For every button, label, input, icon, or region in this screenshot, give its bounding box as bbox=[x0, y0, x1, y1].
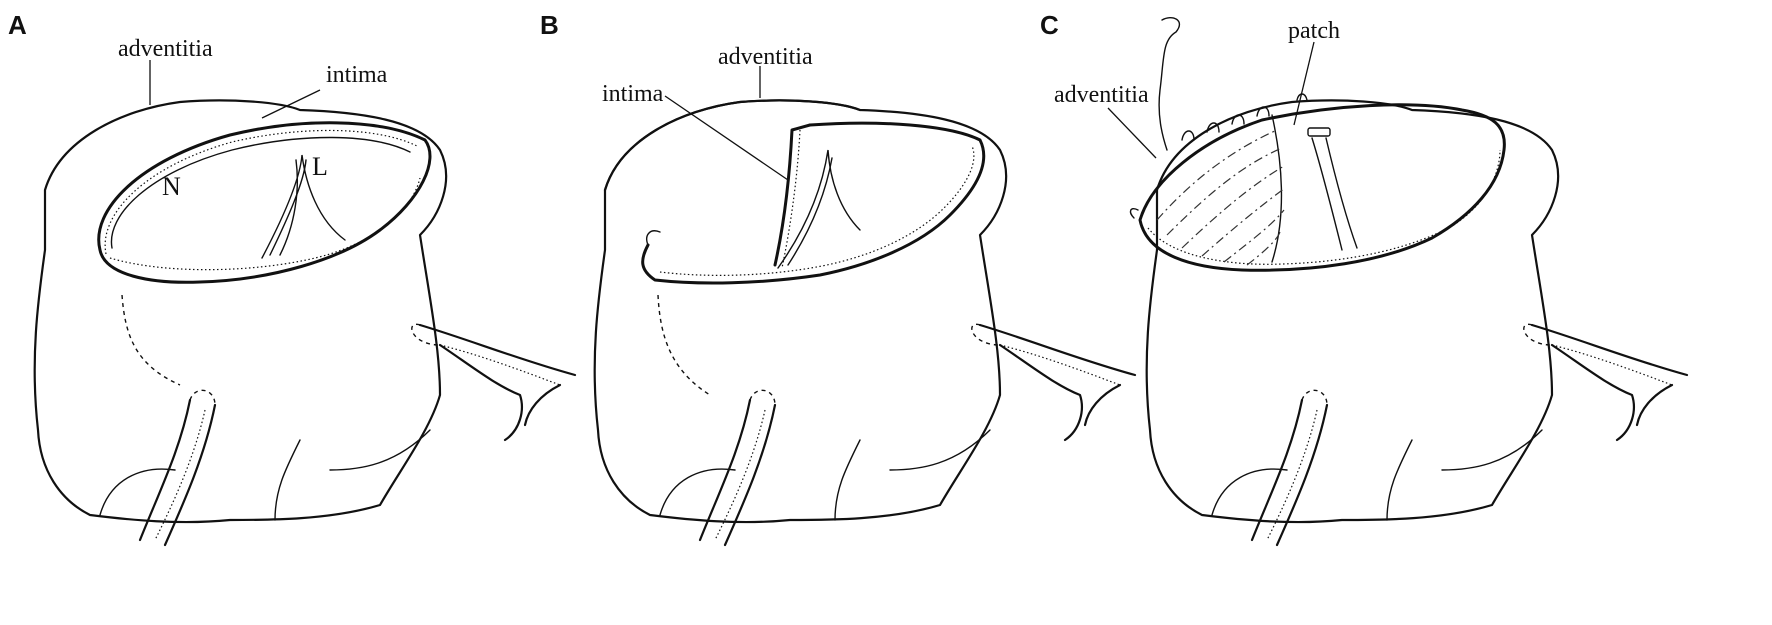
pledget-icon bbox=[1307, 127, 1331, 137]
leader-intima-b bbox=[664, 95, 789, 181]
leader-intima-a bbox=[261, 89, 321, 119]
chamber-label-n: N bbox=[162, 172, 181, 201]
label-intima-b: intima bbox=[602, 81, 664, 107]
panel-letter-a: A bbox=[8, 10, 27, 40]
label-adventitia-b: adventitia bbox=[718, 44, 813, 70]
panel-b: B adventitia intima bbox=[540, 10, 1137, 547]
label-adventitia-c: adventitia bbox=[1054, 82, 1149, 108]
panel-letter-c: C bbox=[1040, 10, 1059, 40]
label-intima-a: intima bbox=[326, 62, 388, 88]
annulus-ring bbox=[97, 121, 432, 284]
patch bbox=[1156, 114, 1358, 266]
annulus-ring-b bbox=[641, 121, 986, 285]
chamber-label-l: L bbox=[312, 152, 328, 181]
panel-a: A N L adventitia intima bbox=[8, 10, 577, 547]
label-adventitia-a: adventitia bbox=[118, 36, 213, 62]
annulus-ring-c bbox=[1138, 103, 1506, 272]
label-patch-c: patch bbox=[1288, 18, 1340, 44]
leader-adventitia-c bbox=[1107, 107, 1157, 159]
panel-c: C patch adventitia bbox=[1040, 10, 1689, 547]
panel-letter-b: B bbox=[540, 10, 559, 40]
leader-patch-c bbox=[1293, 41, 1315, 126]
